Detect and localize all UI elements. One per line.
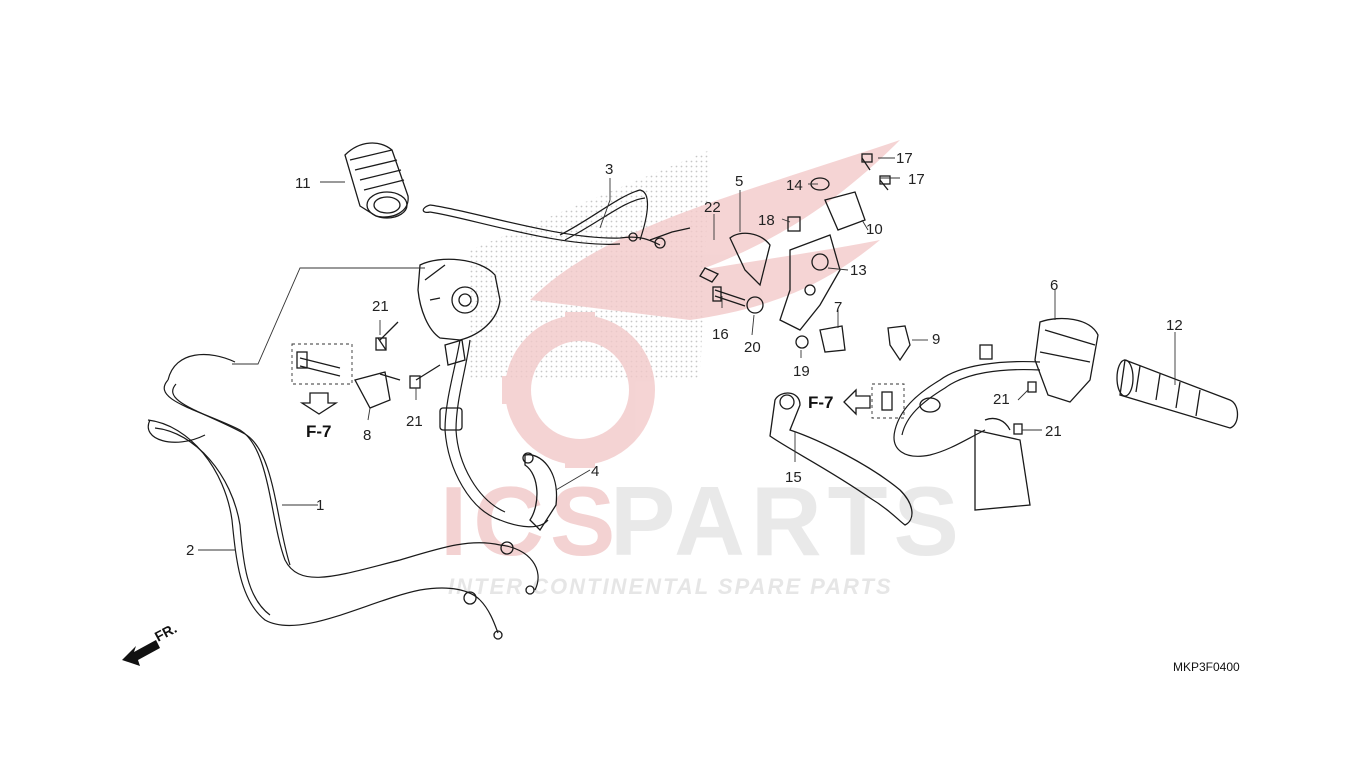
callout-21-c: 21 xyxy=(993,391,1010,408)
front-direction-marker: FR. xyxy=(122,620,179,666)
watermark-brand-lead: ICS xyxy=(440,466,621,576)
left-grip xyxy=(344,142,409,219)
callout-5: 5 xyxy=(735,173,743,190)
right-switch-housing xyxy=(893,317,1099,511)
callout-8: 8 xyxy=(363,427,371,444)
callout-4: 4 xyxy=(591,463,599,480)
callout-17-lower: 17 xyxy=(908,171,925,188)
switch-bracket xyxy=(871,325,911,419)
callout-12: 12 xyxy=(1166,317,1183,334)
callout-11: 11 xyxy=(295,175,311,192)
bolts-21 xyxy=(375,321,1037,435)
callout-3: 3 xyxy=(605,161,613,178)
callout-21-b: 21 xyxy=(406,413,423,430)
callout-22: 22 xyxy=(704,199,721,216)
callout-6: 6 xyxy=(1050,277,1058,294)
callout-13: 13 xyxy=(850,262,867,279)
callout-10: 10 xyxy=(866,221,883,238)
callout-14: 14 xyxy=(786,177,803,194)
callout-17-upper: 17 xyxy=(896,150,913,167)
drawing-code: MKP3F0400 xyxy=(1173,660,1240,674)
reference-mark-left: F-7 xyxy=(306,422,332,441)
right-grip xyxy=(1116,359,1239,429)
callout-7: 7 xyxy=(834,299,842,316)
wire-clamp xyxy=(522,452,558,532)
reference-mark-right: F-7 xyxy=(808,393,834,412)
callouts: 1 2 3 4 5 6 7 8 9 10 11 12 13 14 15 16 1… xyxy=(186,150,1183,559)
callout-15: 15 xyxy=(785,469,802,486)
reference-arrow-right: F-7 xyxy=(808,388,871,416)
callout-1: 1 xyxy=(316,497,324,514)
clutch-cable-upper xyxy=(422,189,691,249)
callout-9: 9 xyxy=(932,331,940,348)
callout-2: 2 xyxy=(186,542,194,559)
watermark-tagline: INTER CONTINENTAL SPARE PARTS xyxy=(448,574,893,599)
callout-19: 19 xyxy=(793,363,810,380)
callout-21-a: 21 xyxy=(372,298,389,315)
watermark-wing-logo xyxy=(502,140,900,468)
throttle-cables xyxy=(147,353,539,640)
callout-20: 20 xyxy=(744,339,761,356)
clutch-lever-bracket xyxy=(699,153,891,353)
clutch-lever xyxy=(769,392,913,526)
leader-lines xyxy=(198,157,1176,551)
callout-16: 16 xyxy=(712,326,729,343)
left-switch-housing xyxy=(417,258,549,528)
cable-bracket xyxy=(291,343,401,409)
callout-18: 18 xyxy=(758,212,775,229)
watermark: ICS PARTS INTER CONTINENTAL SPARE PARTS xyxy=(440,140,959,599)
reference-arrow-left: F-7 xyxy=(299,392,339,441)
callout-21-d: 21 xyxy=(1045,423,1062,440)
